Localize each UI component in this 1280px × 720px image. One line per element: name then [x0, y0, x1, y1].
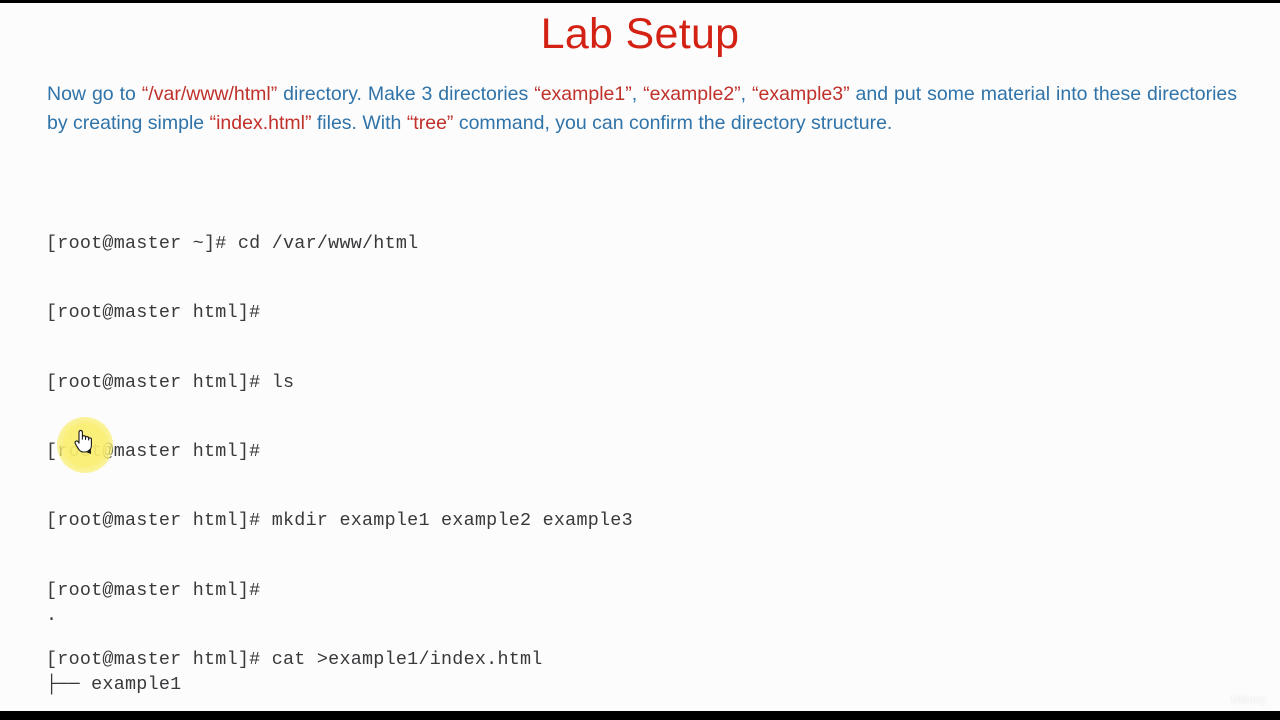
paragraph-text-7: command, you can confirm the directory s… [453, 112, 893, 134]
paragraph-text-6: files. With [311, 112, 407, 134]
page-title: Lab Setup [540, 10, 740, 58]
tree-line: ├── example1 [46, 674, 182, 696]
terminal-line: [root@master html]# [46, 441, 261, 463]
terminal-line: [root@master html]# [46, 579, 261, 601]
paragraph-text-5: and put some material into these directo… [47, 83, 1238, 134]
terminal-line: [root@master html]# cat >example1/index.… [46, 648, 543, 670]
bottom-letterbox-bar [0, 711, 1280, 720]
terminal-line: [root@master html]# ls [46, 371, 295, 393]
paragraph-example2-highlight: “example2” [643, 83, 741, 105]
paragraph-text-1: Now go to [47, 83, 142, 105]
paragraph-example3-highlight: “example3” [752, 83, 850, 105]
paragraph-path-highlight: “/var/www/html” [141, 83, 278, 105]
terminal-line: [root@master html]# mkdir example1 examp… [46, 510, 633, 532]
terminal-line: [root@master ~]# cd /var/www/html [46, 233, 419, 255]
paragraph-indexhtml-highlight: “index.html” [209, 112, 312, 134]
terminal-transcript: [root@master ~]# cd /var/www/html [root@… [46, 186, 633, 720]
paragraph-example1-highlight: “example1” [534, 83, 632, 105]
paragraph-text-2: directory. Make 3 directories [277, 83, 535, 105]
paragraph-text-4: , [740, 83, 753, 105]
udemy-logo-icon [1212, 696, 1227, 704]
udemy-watermark-label: Udemy [1231, 693, 1266, 706]
tree-line: . [46, 605, 58, 627]
tree-command-output: . ├── example1 │ └── index.html ├── exam… [46, 558, 249, 720]
instruction-paragraph: Now go to “/var/www/html” directory. Mak… [47, 80, 1237, 138]
top-letterbox-bar [0, 0, 1280, 3]
paragraph-tree-highlight: “tree” [406, 112, 454, 134]
paragraph-text-3: , [631, 83, 644, 105]
terminal-line: [root@master html]# [46, 302, 261, 324]
udemy-watermark: Udemy [1211, 693, 1266, 706]
